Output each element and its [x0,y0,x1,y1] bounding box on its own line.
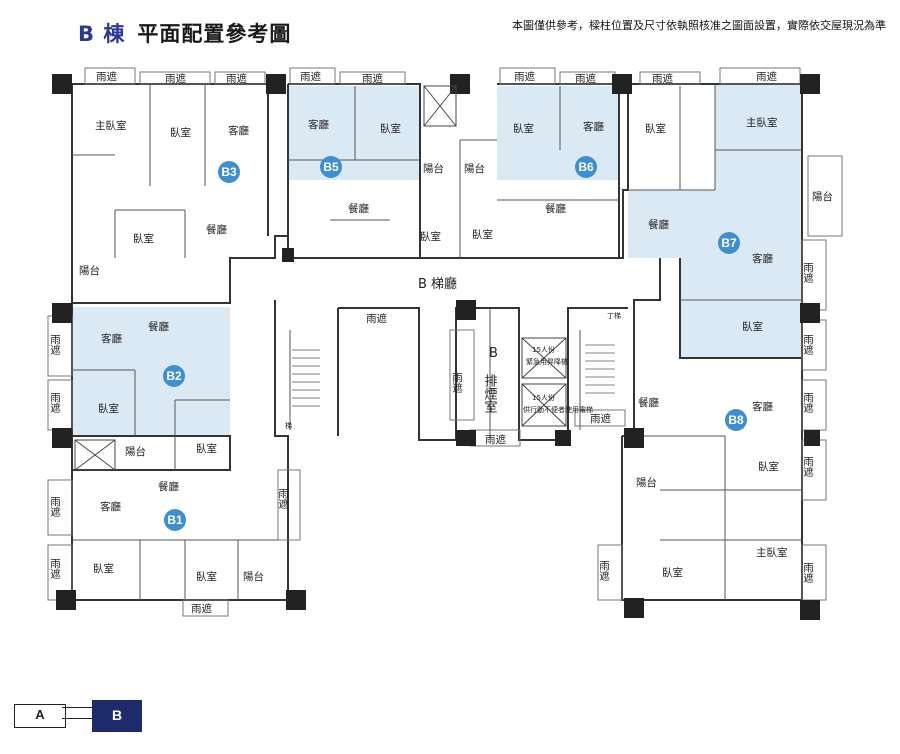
canopy-label: 雨遮 [652,72,673,85]
canopy-label: 雨遮 [802,262,814,283]
room-bedroom: 臥室 [196,442,217,455]
disclaimer-note: 本圖僅供參考，樑柱位置及尺寸依執照核准之圖面設置，實際依交屋現況為準 [512,19,886,32]
canopy-label: 雨遮 [49,496,61,517]
room-bedroom: 臥室 [645,122,666,135]
canopy-label: 雨遮 [802,456,814,477]
room-bedroom: 臥室 [513,122,534,135]
room-living: 客廳 [752,400,773,413]
canopy-label: 雨遮 [802,334,814,355]
unit-badge-b3: B3 [221,165,237,179]
room-dining: 餐廳 [648,218,669,231]
unit-badge-b5: B5 [323,160,339,174]
stair-left [292,349,320,407]
room-dining: 餐廳 [638,396,659,409]
building-label: B 棟 [78,22,126,46]
stair-label: 梯 [285,421,292,430]
smoke-room-letter: B [489,346,498,361]
lobby-label: B 梯廳 [418,276,457,292]
room-balcony: 陽台 [125,445,146,458]
elevator-capacity: 15人份 [532,393,555,402]
room-living: 客廳 [101,332,122,345]
unit-badge-b1: B1 [167,513,183,527]
room-dining: 餐廳 [206,223,227,236]
partitions [72,84,802,600]
room-balcony: 陽台 [79,264,100,277]
canopy-strips [47,67,843,617]
room-dining: 餐廳 [158,480,179,493]
canopy-label: 雨遮 [300,70,321,83]
canopy-label: 雨遮 [598,560,610,581]
unit-badge-b8: B8 [728,413,744,427]
smoke-room-label: 排煙室 [482,374,498,413]
canopy-label: 雨遮 [362,72,383,85]
room-living: 客廳 [228,124,249,137]
elevators [74,85,567,471]
stair-label-right: 丁梯 [607,311,621,320]
canopy-label: 雨遮 [575,72,596,85]
canopy-label: 雨遮 [49,334,61,355]
canopy-label: 雨遮 [96,70,117,83]
room-bedroom: 臥室 [472,228,493,241]
room-bedroom: 臥室 [742,320,763,333]
room-master-bedroom: 主臥室 [746,116,778,129]
elevator-accessible: 供行動不便者使用電梯 [523,405,593,414]
room-bedroom: 臥室 [758,460,779,473]
room-bedroom: 臥室 [662,566,683,579]
canopy-label: 雨遮 [49,392,61,413]
structural-columns [52,74,820,620]
room-living: 客廳 [752,252,773,265]
room-bedroom: 臥室 [420,230,441,243]
room-balcony: 陽台 [243,570,264,583]
room-dining: 餐廳 [348,202,369,215]
unit-badge-b6: B6 [578,160,594,174]
room-bedroom: 臥室 [170,126,191,139]
room-master-bedroom: 主臥室 [756,546,788,559]
room-bedroom: 臥室 [380,122,401,135]
canopy-label: 雨遮 [590,412,611,425]
room-living: 客廳 [100,500,121,513]
plan-title: 平面配置參考圖 [137,22,292,46]
canopy-label: 雨遮 [226,72,247,85]
room-living: 客廳 [308,118,329,131]
room-balcony: 陽台 [812,190,833,203]
key-building-a: A [14,704,66,728]
elevator-capacity: 15人份 [532,345,555,354]
room-master-bedroom: 主臥室 [95,119,127,132]
room-dining: 餐廳 [545,202,566,215]
canopy-label: 雨遮 [756,70,777,83]
room-bedroom: 臥室 [93,562,114,575]
room-balcony: 陽台 [636,476,657,489]
canopy-label: 雨遮 [802,392,814,413]
canopy-label: 雨遮 [191,602,212,615]
room-bedroom: 臥室 [133,232,154,245]
unit-fills [72,84,802,437]
canopy-label: 雨遮 [165,72,186,85]
canopy-label: 雨遮 [485,433,506,446]
canopy-label: 雨遮 [802,562,814,583]
room-balcony: 陽台 [464,162,485,175]
room-bedroom: 臥室 [98,402,119,415]
key-building-b: B [92,700,142,732]
room-dining: 餐廳 [148,320,169,333]
elevator-emergency: 緊急用昇降機 [526,357,568,366]
canopy-label: 雨遮 [366,312,387,325]
page-title: B 棟平面配置參考圖 [78,18,291,48]
unit-badge-b7: B7 [721,236,737,250]
room-living: 客廳 [583,120,604,133]
canopy-label: 雨遮 [514,70,535,83]
key-connector [62,707,94,719]
room-bedroom: 臥室 [196,570,217,583]
canopy-label: 雨遮 [49,558,61,579]
room-balcony: 陽台 [423,162,444,175]
canopy-label: 雨遮 [451,372,463,393]
unit-badges: B3 B5 B6 B7 B2 B1 B8 [163,156,747,531]
canopy-label: 雨遮 [277,488,289,509]
unit-badge-b2: B2 [166,369,182,383]
stair-right [585,344,615,394]
